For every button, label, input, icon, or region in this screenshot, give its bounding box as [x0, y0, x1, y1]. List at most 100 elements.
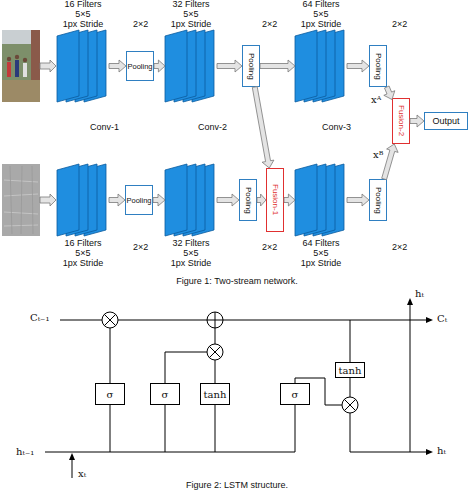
frame-person — [7, 62, 11, 77]
gate-box: tanh — [335, 362, 365, 378]
output-box: Output — [424, 112, 468, 130]
input-wire — [110, 405, 295, 452]
node-text: Pooling — [247, 53, 255, 80]
spec-text: 1px Stride — [43, 19, 123, 29]
filter-sheets — [295, 164, 347, 236]
spec-text: 1px Stride — [151, 258, 231, 268]
filter-spec: 16 Filters5×51px Stride — [43, 238, 123, 268]
annotation-label: Conv-1 — [90, 122, 119, 132]
arrow-head — [407, 298, 413, 305]
spec-text: 5×5 — [281, 9, 361, 19]
gate-wire — [215, 328, 216, 344]
flow-arrow — [260, 60, 295, 72]
node-text: Fusion-2 — [397, 105, 405, 136]
filter-spec: 64 Filters5×51px Stride — [281, 0, 361, 29]
cell-state-wire — [118, 320, 207, 321]
flow-arrow — [252, 87, 274, 168]
spec-text: 1px Stride — [281, 19, 361, 29]
spec-text: 32 Filters — [151, 0, 231, 9]
node-text: σ — [292, 389, 299, 400]
frame-person — [23, 58, 27, 62]
filter-sheets — [165, 30, 217, 102]
filter-sheet — [165, 30, 187, 102]
frame-person — [23, 63, 27, 77]
annotation-label: Conv-2 — [198, 122, 227, 132]
cell-state-wire — [223, 320, 428, 321]
annotation-label: hₜ — [437, 446, 446, 456]
flow-arrow — [347, 194, 369, 206]
filter-spec: 32 Filters5×51px Stride — [151, 0, 231, 29]
filter-sheets — [57, 164, 109, 236]
gate-wire — [215, 360, 216, 383]
spec-text: 5×5 — [151, 248, 231, 258]
annotation-label: 2×2 — [392, 19, 407, 29]
lstm-wires — [45, 304, 428, 478]
gate-box: σ — [95, 383, 125, 405]
flow-arrow — [410, 115, 424, 127]
output-wire — [410, 304, 411, 452]
frame-person — [15, 60, 19, 77]
node-text: Pooling — [127, 62, 152, 71]
gate-box: σ — [150, 383, 180, 405]
flow-arrow — [382, 144, 398, 180]
frame-person — [15, 55, 19, 59]
node-text: tanh — [339, 365, 362, 376]
input-arrow — [40, 60, 56, 72]
pooling-box: Pooling — [369, 45, 387, 87]
annotation-label: 2×2 — [133, 19, 148, 29]
arrow-head — [426, 317, 433, 323]
node-text: Output — [432, 116, 459, 126]
annotation-label: 2×2 — [262, 19, 277, 29]
filter-sheets — [165, 164, 217, 236]
flow-arrow — [217, 194, 239, 206]
filter-spec: 64 Filters5×51px Stride — [281, 238, 361, 268]
fusion-box: Fusion-1 — [266, 168, 284, 232]
flow-arrow — [154, 60, 165, 72]
spec-text: 1px Stride — [43, 258, 123, 268]
multiply-op — [342, 397, 358, 413]
node-text: Pooling — [374, 53, 382, 80]
annotation-label: Figure 2: LSTM structure. — [0, 480, 474, 490]
gate-box: tanh — [200, 383, 230, 405]
frame-ground — [2, 80, 40, 102]
input-wire — [72, 458, 73, 478]
annotation-label: Cₜ₋₁ — [30, 313, 49, 323]
spec-text: 5×5 — [281, 248, 361, 258]
optical-flow-frame — [2, 164, 40, 236]
conv-layer-stack: 16 Filters5×51px Stride — [57, 164, 109, 236]
filter-sheets — [295, 30, 347, 102]
spec-text: 1px Stride — [281, 258, 361, 268]
filter-sheet — [295, 164, 317, 236]
pooling-box: Pooling — [239, 179, 257, 221]
output-wire — [350, 413, 428, 452]
add-op — [207, 312, 223, 328]
filter-sheets — [57, 30, 109, 102]
spec-text: 5×5 — [43, 9, 123, 19]
spec-text: 32 Filters — [151, 238, 231, 248]
conv-layer-stack: 16 Filters5×51px Stride — [57, 30, 109, 102]
conv-layer-stack: 64 Filters5×51px Stride — [295, 164, 347, 236]
conv-layer-stack: 32 Filters5×51px Stride — [165, 164, 217, 236]
filter-spec: 16 Filters5×51px Stride — [43, 0, 123, 29]
filter-sheet — [57, 164, 79, 236]
node-text: σ — [162, 389, 169, 400]
conv-layer-stack: 32 Filters5×51px Stride — [165, 30, 217, 102]
cell-wire — [350, 378, 351, 397]
multiply-op — [104, 314, 115, 325]
spec-text: 16 Filters — [43, 238, 123, 248]
flow-arrow — [347, 60, 369, 72]
gate-box: σ — [280, 383, 310, 405]
annotation-label: 2×2 — [392, 242, 407, 252]
filter-sheet — [57, 30, 79, 102]
annotation-label: hₜ — [415, 289, 424, 299]
flow-texture — [10, 166, 33, 234]
frame-person — [7, 57, 11, 61]
arrow-head — [69, 453, 75, 460]
spec-text: 64 Filters — [281, 238, 361, 248]
multiply-op — [344, 399, 355, 410]
node-text: tanh — [204, 389, 227, 400]
gate-wire — [165, 352, 207, 383]
filter-spec: 32 Filters5×51px Stride — [151, 238, 231, 268]
pooling-box: Pooling — [125, 185, 153, 215]
flow-arrow — [109, 60, 126, 72]
